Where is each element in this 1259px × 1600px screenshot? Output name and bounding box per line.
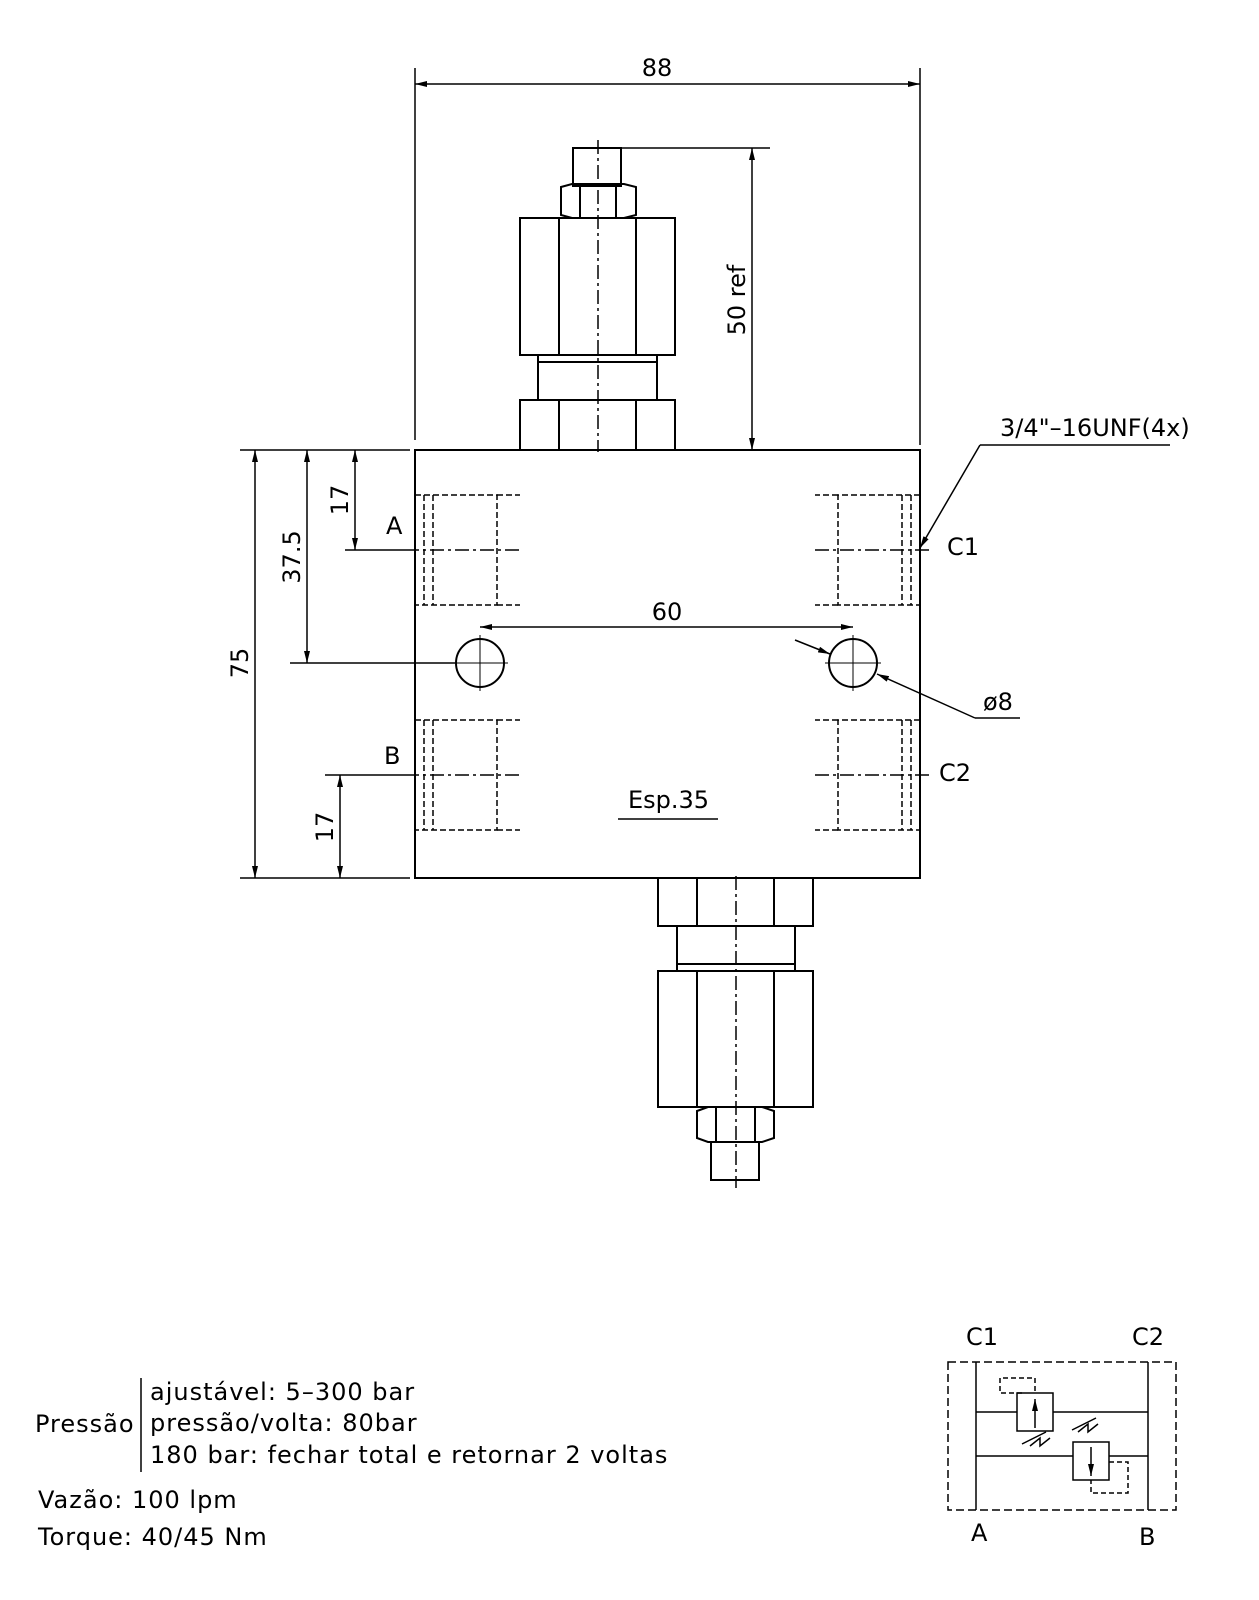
- hydraulic-schematic: [947, 1361, 1177, 1511]
- thread-callout-leader: [919, 444, 1170, 549]
- dimension-75-label: 75: [226, 648, 254, 679]
- dimension-50ref-label: 50 ref: [723, 264, 751, 335]
- mounting-hole-right: [825, 635, 881, 691]
- port-label-c1: C1: [947, 533, 979, 561]
- schematic-label-b: B: [1139, 1523, 1155, 1551]
- spec-pressure-per-turn: pressão/volta: 80bar: [150, 1409, 418, 1437]
- port-label-a: A: [386, 512, 403, 540]
- dimension-50ref: [621, 147, 770, 450]
- port-b-thread: [415, 719, 520, 831]
- dimension-17-top-label: 17: [326, 485, 354, 516]
- dimension-88: [414, 68, 921, 445]
- spec-flow: Vazão: 100 lpm: [38, 1486, 238, 1514]
- spec-torque: Torque: 40/45 Nm: [37, 1523, 268, 1551]
- thread-callout-label: 3/4"–16UNF(4x): [1000, 414, 1190, 442]
- port-c1-thread: [815, 494, 920, 606]
- dimension-dia8-leader: [794, 639, 1020, 719]
- dimension-37-5-label: 37.5: [278, 530, 306, 583]
- dimension-17-bottom-label: 17: [311, 812, 339, 843]
- port-label-c2: C2: [939, 759, 971, 787]
- port-label-b: B: [384, 742, 400, 770]
- schematic-label-c1: C1: [966, 1323, 998, 1351]
- dimension-left-lines: [240, 449, 455, 879]
- spec-pressure-adjustable: ajustável: 5–300 bar: [150, 1378, 415, 1406]
- block-thickness-label: Esp.35: [628, 786, 709, 814]
- mounting-hole-left: [452, 635, 508, 691]
- schematic-label-a: A: [971, 1519, 988, 1547]
- dimension-88-label: 88: [642, 54, 673, 82]
- port-centerlines: [405, 549, 930, 776]
- dimension-dia8-label: ø8: [983, 688, 1013, 716]
- dimension-60-label: 60: [652, 598, 683, 626]
- schematic-label-c2: C2: [1132, 1323, 1164, 1351]
- spec-pressure-label: Pressão: [35, 1410, 135, 1438]
- spec-pressure-180: 180 bar: fechar total e retornar 2 volta…: [150, 1441, 668, 1469]
